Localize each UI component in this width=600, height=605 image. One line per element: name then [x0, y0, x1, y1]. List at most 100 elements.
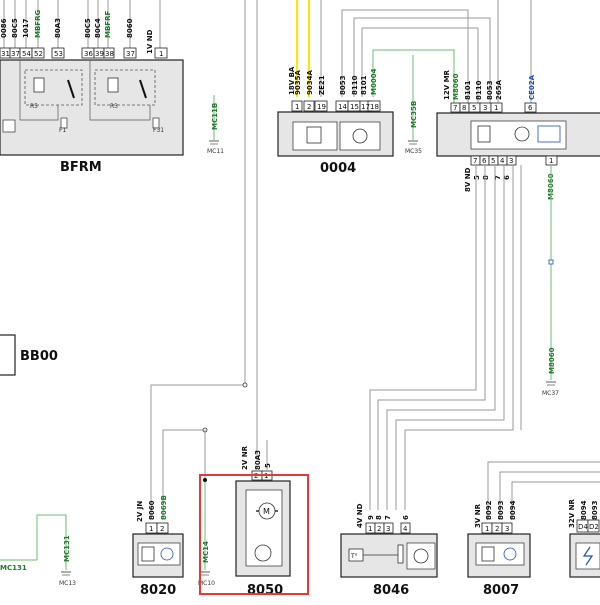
- c0004-wire: 9035A: [294, 70, 302, 95]
- ecu-wire: M8060: [452, 73, 460, 100]
- c8046-pin: 1: [368, 525, 372, 533]
- temp-sensor-glyph: T°: [350, 553, 358, 560]
- c8007-pin-box: [501, 522, 513, 534]
- ecu-pin: 3: [483, 104, 487, 112]
- c0004-name: 0004: [320, 161, 356, 176]
- c8046-wire: 8: [375, 515, 383, 520]
- component-8050[interactable]: 2V NR 80A3 5 2 1 M 8050: [235, 445, 291, 598]
- ground-mc35: [408, 55, 418, 145]
- c32v-wire: 8094: [580, 500, 588, 520]
- c8007-connector: 3V NR: [474, 503, 482, 528]
- ecu-wire: 8101: [464, 80, 472, 100]
- component-8020[interactable]: 2V JN 8060 8069B 1 2 8020: [132, 495, 184, 598]
- component-0004[interactable]: 18V BA 9035A 9034A ZE21 8053 8110 8101 M…: [277, 0, 491, 176]
- radiator-icon: [537, 125, 561, 143]
- chip-icon: [306, 126, 322, 144]
- component-8007[interactable]: 3V NR 8092 8093 8094 1 2 3 8007: [467, 461, 600, 598]
- c8007-wire: 8094: [509, 500, 517, 520]
- ground-label-mc131-b: MC131: [0, 564, 27, 572]
- c0004-wire: 8053: [339, 75, 347, 95]
- center-wires: [150, 0, 268, 520]
- bfrm-pin: 37: [11, 50, 20, 58]
- c8046-pin-box: [400, 522, 411, 534]
- bfrm-top-wires: [3, 0, 161, 48]
- c8046-wire: 6: [402, 515, 410, 520]
- c8020-wire: 8069B: [160, 495, 168, 520]
- bfrm-pin: 36: [84, 50, 93, 58]
- fan-icon: [413, 548, 429, 564]
- ground-label-mc14: MC14: [202, 541, 210, 563]
- bfrm-wire-80a3: 80A3: [54, 18, 62, 38]
- c32v-pin: D2: [589, 523, 599, 531]
- ecu-pin: 1: [549, 157, 553, 165]
- c8046-pin: 2: [377, 525, 381, 533]
- c8046-pin: 4: [403, 525, 408, 533]
- bfrm-pin: 38: [105, 50, 114, 58]
- c32v-pin-box: [587, 519, 600, 533]
- bfrm-part-f31: F31: [153, 127, 164, 134]
- bfrm-wire-80c5: 80C5: [11, 18, 19, 38]
- fan-icon: [514, 126, 530, 142]
- ground-label-mc11b: MC11B: [211, 103, 219, 130]
- c0004-wire: 8110: [351, 75, 359, 95]
- component-bb00[interactable]: BB00: [0, 334, 58, 376]
- ecu-wire: 8: [482, 175, 490, 180]
- ground-label-mc35: MC35: [405, 148, 422, 155]
- bfrm-wire-80c5b: 80C5: [84, 18, 92, 38]
- c8007-pin: 3: [505, 525, 509, 533]
- c0004-pin: 19: [317, 103, 326, 111]
- ground-label-mc11: MC11: [207, 148, 224, 155]
- component-32v-connector[interactable]: 32V NR 8094 8093 D4 D2: [568, 499, 600, 578]
- c8046-connector: 4V ND: [356, 503, 364, 528]
- ecu-pin: 5: [491, 157, 495, 165]
- ground-label-mc131-a: MC131: [63, 535, 71, 562]
- c8046-pin-box: [383, 522, 394, 534]
- bfrm-wire-1017: 1017: [22, 18, 30, 38]
- c0004-pin: 2: [307, 103, 311, 111]
- bfrm-pin: 39: [95, 50, 104, 58]
- ecu-pin: 7: [473, 157, 477, 165]
- c8046-pin: 3: [386, 525, 390, 533]
- bfrm-pin: 37: [126, 50, 135, 58]
- c8020-wire: 8060: [148, 500, 156, 520]
- c8046-wire: 7: [384, 515, 392, 520]
- snowflake-icon: [160, 547, 174, 561]
- bfrm-name: BFRM: [60, 160, 102, 175]
- ecu-pin: 4: [500, 157, 505, 165]
- ecu-pin: 6: [482, 157, 487, 165]
- component-bfrm[interactable]: 0086 80C5 1017 MBFRG 80A3 80C5 80C4 MBFR…: [0, 0, 184, 175]
- chip-icon: [477, 125, 491, 143]
- bfrm-pin: 31: [1, 50, 10, 58]
- c8020-pin-box: [156, 522, 169, 534]
- c32v-connector: 32V NR: [568, 499, 576, 528]
- ecu-pin: 5: [472, 104, 476, 112]
- bfrm-wire-8060: 8060: [126, 18, 134, 38]
- ecu-connector-bottom: 8V ND: [464, 167, 472, 192]
- ground-label-mc13: MC13: [59, 580, 76, 587]
- ground-label-mc10: MC10: [198, 580, 215, 587]
- ecu-pin: 6: [528, 104, 533, 112]
- c0004-pin: 14: [338, 103, 347, 111]
- c0004-connector-label: 18V BA: [288, 66, 296, 95]
- c8050-name: 8050: [247, 583, 283, 598]
- bfrm-pin: 54: [22, 50, 31, 58]
- ecu-to-8046-wires: [369, 165, 554, 510]
- bfrm-body: [0, 59, 184, 156]
- bfrm-pin: 53: [54, 50, 63, 58]
- ecu-pin: 8: [462, 104, 466, 112]
- bfrm-relay-r5: [19, 60, 83, 129]
- bfrm-part-r3: R3: [110, 103, 118, 110]
- c0004-wire: 9034A: [306, 70, 314, 95]
- c0004-pin: 15: [350, 103, 359, 111]
- bfrm-wire-80c4: 80C4: [94, 18, 102, 38]
- component-right-ecu[interactable]: 12V MR M8060 8101 8110 8053 265A CE02A 7…: [436, 0, 600, 200]
- component-8046[interactable]: 4V ND 9 8 7 6 1 2 3 4 T° 8046: [340, 503, 438, 598]
- c8007-pin: 1: [485, 525, 489, 533]
- c8007-pin: 2: [495, 525, 499, 533]
- c32v-wire: 8093: [591, 500, 599, 520]
- c8007-name: 8007: [483, 583, 519, 598]
- c8020-name: 8020: [140, 583, 176, 598]
- c8050-connector: 2V NR: [241, 445, 249, 470]
- c0004-wire: ZE21: [318, 75, 326, 95]
- chip-icon: [481, 546, 495, 562]
